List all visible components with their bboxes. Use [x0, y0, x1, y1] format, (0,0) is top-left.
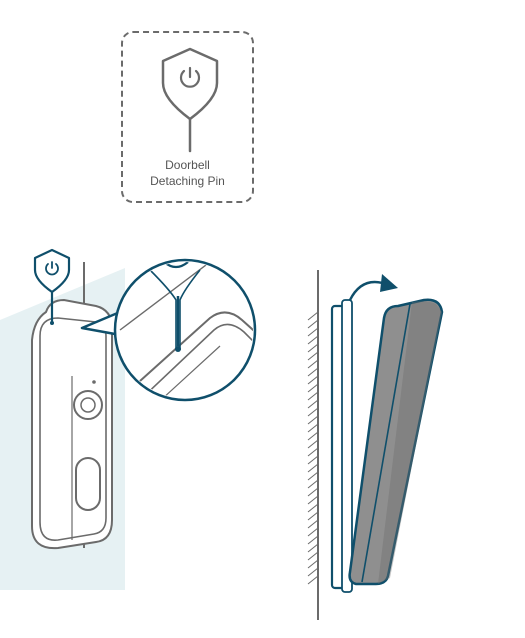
pin-caption: Doorbell Detaching Pin [123, 157, 252, 189]
mounting-bracket [330, 299, 353, 593]
zoom-callout [80, 258, 257, 402]
doorbell-device [31, 262, 113, 550]
pin-shield-icon [33, 248, 71, 325]
wall [307, 270, 319, 620]
pin-shield-icon [161, 47, 219, 153]
pin-caption-line1: Doorbell [165, 158, 210, 172]
detached-doorbell [348, 298, 444, 586]
detaching-pin-card: Doorbell Detaching Pin [121, 31, 254, 203]
pin-caption-line2: Detaching Pin [150, 174, 225, 188]
power-symbol-icon [179, 66, 201, 88]
rotate-arrow-icon [348, 274, 398, 301]
